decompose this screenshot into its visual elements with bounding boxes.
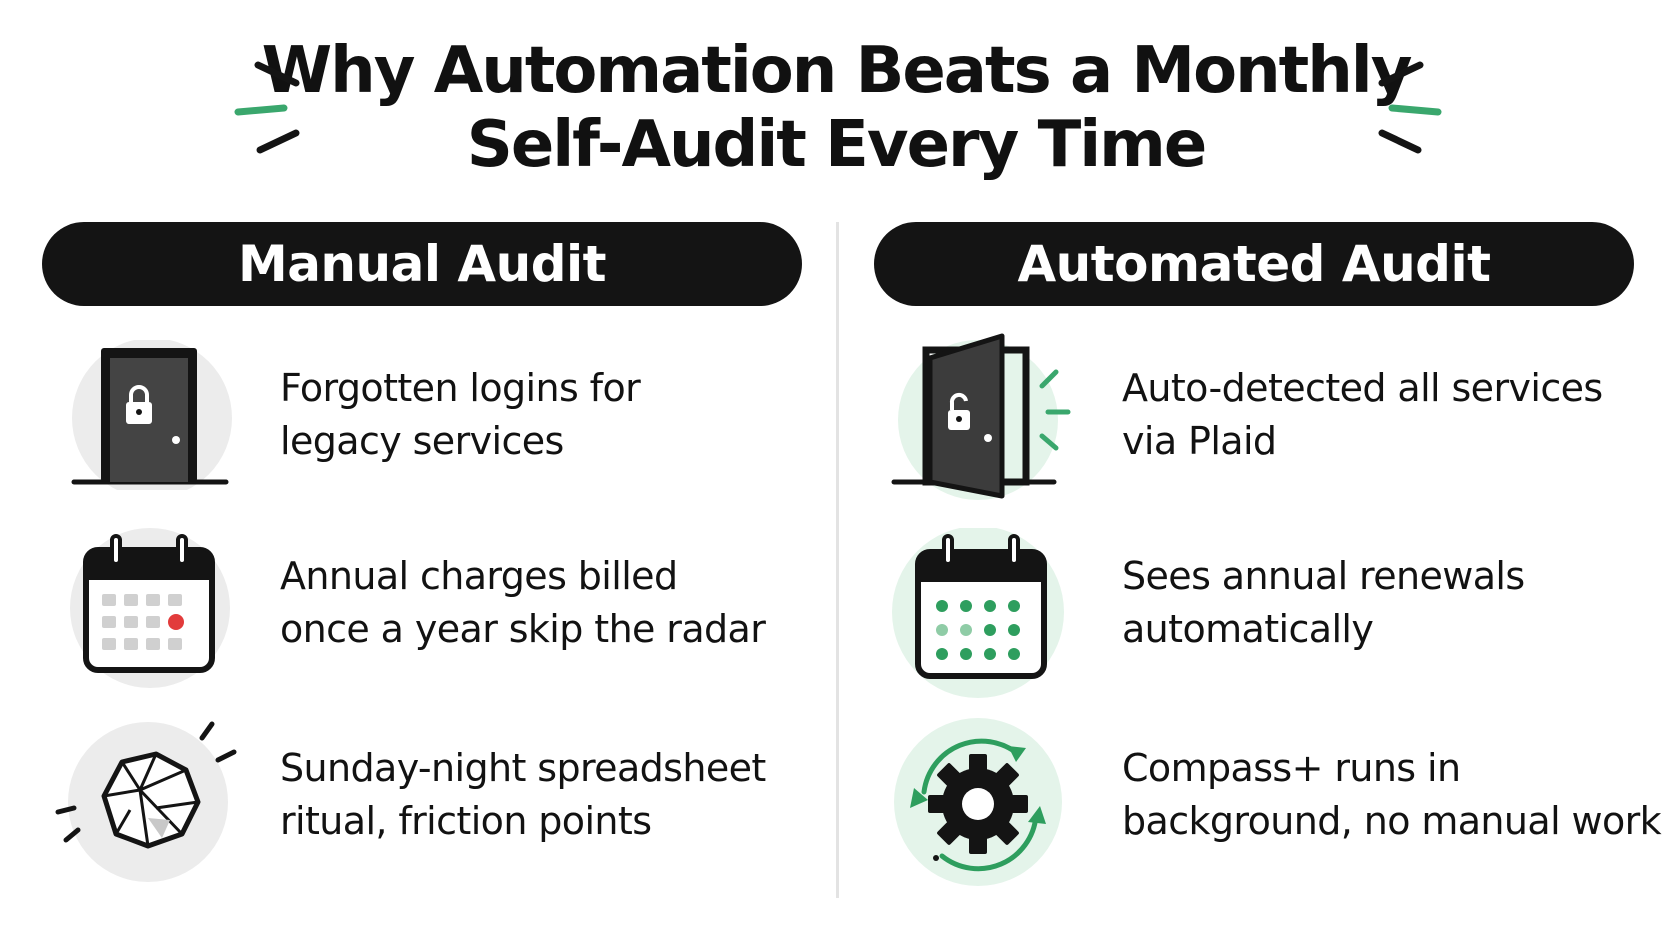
automated-item-background: Compass+ runs in background, no manual w… <box>890 718 1662 888</box>
burst-right-icon <box>1378 61 1442 154</box>
calendar-icon <box>70 528 230 688</box>
automated-item-detected-line-2: via Plaid <box>1122 419 1277 463</box>
burst-left-icon <box>234 61 300 154</box>
manual-item-spreadsheet-line-1: Sunday-night spreadsheet <box>280 746 766 790</box>
manual-item-logins: Forgotten logins for legacy services <box>64 340 804 500</box>
manual-item-annual-line-1: Annual charges billed <box>280 554 678 598</box>
crumpled-paper-icon <box>55 721 237 882</box>
automated-item-renewals: Sees annual renewals automatically <box>890 528 1660 698</box>
automated-item-background-line-2: background, no manual work <box>1122 799 1662 843</box>
automated-audit-header: Automated Audit <box>874 222 1634 306</box>
automated-item-detected: Auto-detected all services via Plaid <box>890 332 1660 502</box>
automated-item-renewals-line-2: automatically <box>1122 607 1374 651</box>
manual-item-annual: Annual charges billed once a year skip t… <box>60 528 804 688</box>
automated-item-renewals-line-1: Sees annual renewals <box>1122 554 1525 598</box>
title-line-1: Why Automation Beats a Monthly <box>261 34 1413 108</box>
manual-audit-header: Manual Audit <box>42 222 802 306</box>
manual-item-annual-line-2: once a year skip the radar <box>280 607 766 651</box>
automated-item-detected-line-1: Auto-detected all services <box>1122 366 1603 410</box>
manual-item-spreadsheet-line-2: ritual, friction points <box>280 799 652 843</box>
gear-sync-icon <box>894 718 1062 886</box>
green-calendar-icon <box>892 528 1064 698</box>
column-divider <box>836 222 839 898</box>
open-door-icon <box>891 333 1071 500</box>
title-line-2: Self-Audit Every Time <box>466 108 1208 182</box>
manual-item-logins-line-1: Forgotten logins for <box>280 366 641 410</box>
page-title: Why Automation Beats a Monthly Self-Audi… <box>0 34 1672 182</box>
automated-item-background-line-1: Compass+ runs in <box>1122 746 1461 790</box>
manual-item-spreadsheet: Sunday-night spreadsheet ritual, frictio… <box>52 718 804 888</box>
manual-item-logins-line-2: legacy services <box>280 419 564 463</box>
locked-door-icon <box>71 340 232 490</box>
